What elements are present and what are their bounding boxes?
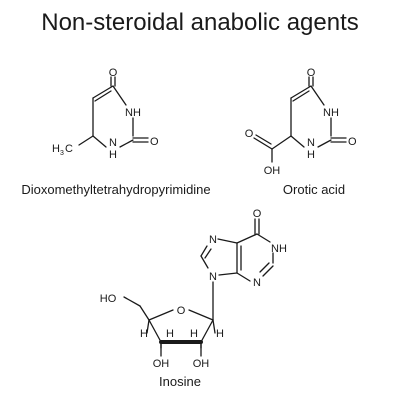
bond xyxy=(92,85,114,99)
bonds xyxy=(123,218,274,357)
bond xyxy=(200,319,214,343)
bond xyxy=(255,134,272,145)
bond xyxy=(256,233,271,243)
atom-o: O xyxy=(177,305,186,317)
atom-o: O xyxy=(150,136,159,148)
atom-h: H xyxy=(216,328,224,340)
atom-n: N xyxy=(209,271,217,283)
atom-h: H xyxy=(190,328,198,340)
bond xyxy=(271,135,292,150)
molecule-inosine: O NH N N N HO O H H H H OH OH Inosine xyxy=(100,208,287,389)
atoms: O NH O N H H 3 C xyxy=(52,67,159,161)
atom-o: O xyxy=(253,208,262,220)
bond xyxy=(94,90,112,102)
bond xyxy=(290,135,305,148)
bond xyxy=(236,233,258,244)
bonds xyxy=(253,76,347,163)
bond xyxy=(123,296,141,307)
bond xyxy=(148,309,174,321)
atom-h: H xyxy=(166,328,174,340)
bond xyxy=(92,135,107,148)
caption: Inosine xyxy=(159,374,201,389)
bond xyxy=(188,309,214,321)
atom-h: H xyxy=(307,149,315,161)
bond xyxy=(148,319,162,343)
atom-h: H xyxy=(140,328,148,340)
bond xyxy=(139,305,150,321)
bond xyxy=(290,85,312,99)
atom-n: N xyxy=(109,137,117,149)
bond xyxy=(212,319,216,334)
bond xyxy=(259,262,270,273)
bond xyxy=(262,265,274,277)
bond xyxy=(310,85,325,106)
bond xyxy=(253,137,273,150)
bond xyxy=(119,139,134,148)
atom-oh: OH xyxy=(153,358,170,370)
atom-oh: OH xyxy=(193,358,210,370)
bond xyxy=(112,85,127,106)
bond xyxy=(78,135,94,146)
caption: Dioxomethyltetrahydropyrimidine xyxy=(21,182,210,197)
atom-oh: OH xyxy=(264,165,281,177)
atom-o: O xyxy=(348,136,357,148)
atom-n: N xyxy=(209,234,217,246)
atoms: O NH N N N HO O H H H H OH OH xyxy=(100,208,287,370)
page-title: Non-steroidal anabolic agents xyxy=(41,9,359,36)
bond xyxy=(292,90,310,102)
molecule-orotic-acid: O NH O N H O OH Orotic acid xyxy=(245,67,357,197)
bond xyxy=(200,245,208,257)
atom-nh: NH xyxy=(125,107,141,119)
atom-n: N xyxy=(307,137,315,149)
atom-o: O xyxy=(109,67,118,79)
bond xyxy=(217,238,238,244)
atom-h: H xyxy=(109,149,117,161)
atom-h: H xyxy=(52,143,60,155)
bond xyxy=(204,248,212,259)
bond xyxy=(146,319,150,334)
caption: Orotic acid xyxy=(283,182,345,197)
atoms: O NH O N H O OH xyxy=(245,67,357,177)
atom-o: O xyxy=(245,128,254,140)
molecule-dioxomethyltetrahydropyrimidine: O NH O N H H 3 C Dioxomethyltetrahydropy… xyxy=(21,67,210,197)
atom-subscript: 3 xyxy=(60,150,64,157)
atom-n: N xyxy=(253,277,261,289)
atom-c: C xyxy=(65,143,73,155)
atom-o: O xyxy=(307,67,316,79)
bond xyxy=(317,139,332,148)
atom-nh: NH xyxy=(271,243,287,255)
bond xyxy=(200,255,209,269)
atom-nh: NH xyxy=(323,107,339,119)
bond xyxy=(218,272,238,276)
bonds xyxy=(78,76,149,148)
atom-ho: HO xyxy=(100,293,117,305)
bond xyxy=(236,272,251,282)
